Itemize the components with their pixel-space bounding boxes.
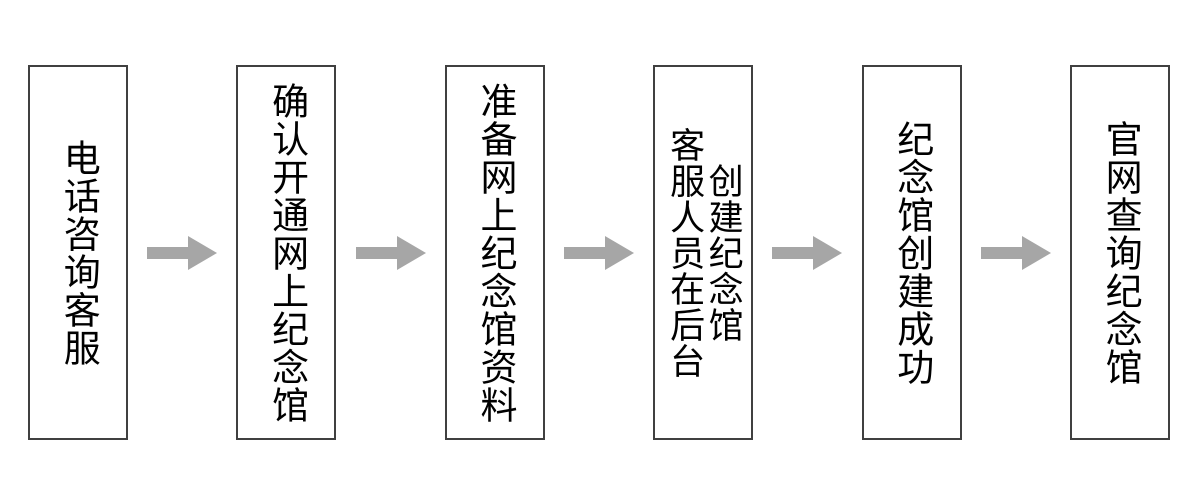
flow-node-step-6[interactable]: 官网查询纪念馆 — [1069, 65, 1170, 440]
flow-node-step-5[interactable]: 纪念馆创建成功 — [861, 65, 962, 440]
arrow-shaft — [980, 246, 1023, 259]
arrow-head — [396, 235, 426, 270]
arrow-right-icon — [147, 235, 218, 270]
flow-node-step-2[interactable]: 确认开通网上纪念馆 — [236, 65, 337, 440]
flow-node-label-step-2: 确认开通网上纪念馆 — [265, 81, 309, 424]
arrow-head — [604, 235, 634, 270]
flow-connector-arrow-2 — [355, 65, 427, 440]
flow-node-label-step-3: 准备网上纪念馆资料 — [473, 81, 517, 424]
arrow-shaft — [563, 246, 606, 259]
arrow-shaft — [147, 246, 190, 259]
arrow-shaft — [355, 246, 398, 259]
arrow-right-icon — [772, 235, 843, 270]
flow-node-label-step-1: 电话咨询客服 — [57, 138, 101, 367]
flow-node-label-step-4-column-1: 客服人员在后台 — [664, 126, 705, 379]
arrow-shaft — [772, 246, 815, 259]
flow-connector-arrow-5 — [980, 65, 1052, 440]
flow-step-sequence: 电话咨询客服 确认开通网上纪念馆 准备网上纪念馆资料 — [28, 65, 1170, 440]
flow-connector-arrow-1 — [146, 65, 218, 440]
arrow-head — [188, 235, 218, 270]
arrow-head — [1021, 235, 1051, 270]
arrow-right-icon — [355, 235, 426, 270]
flow-node-step-4[interactable]: 客服人员在后台 创建纪念馆 — [653, 65, 754, 440]
arrow-right-icon — [980, 235, 1051, 270]
arrow-right-icon — [563, 235, 634, 270]
arrow-head — [813, 235, 843, 270]
flow-node-label-step-6: 官网查询纪念馆 — [1099, 119, 1143, 386]
flow-node-step-1[interactable]: 电话咨询客服 — [28, 65, 128, 440]
flow-connector-arrow-3 — [563, 65, 635, 440]
flow-connector-arrow-4 — [771, 65, 843, 440]
flow-node-label-step-4-column-2: 创建纪念馆 — [702, 162, 743, 343]
flow-node-step-3[interactable]: 准备网上纪念馆资料 — [444, 65, 545, 440]
flow-node-label-step-5: 纪念馆创建成功 — [890, 119, 934, 386]
